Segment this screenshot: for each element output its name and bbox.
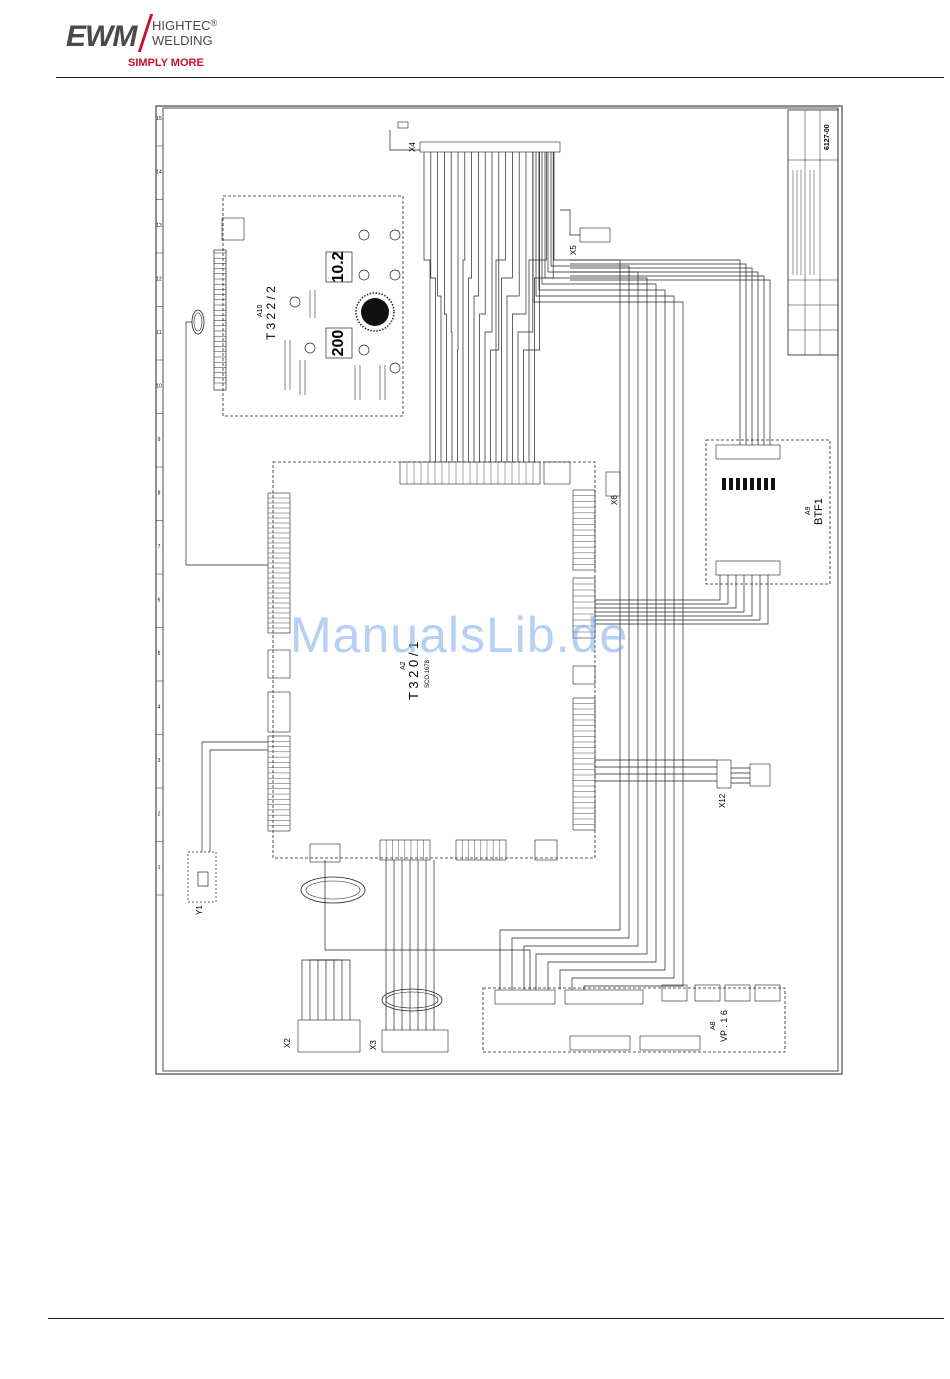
ruler-number: 10 [156,384,162,390]
footer-divider [48,1318,944,1319]
display-left-value: 200 [330,330,347,357]
wire-harness [186,130,770,1030]
drawing-frame-inner [163,108,838,1071]
ruler-number: 7 [158,544,161,550]
connector-x3: X3 [369,989,448,1052]
module-a9-label: A9 [805,506,812,515]
connector-x4-label: X4 [408,142,417,152]
valve-y1-label: Y1 [195,905,204,915]
ruler-number: 1 [158,865,161,871]
connector-x5: X5 [569,228,610,255]
module-a10-type: T 3 2 2 / 2 [264,286,278,340]
module-a9-btf1: A9 BTF1 [706,440,830,584]
logo-wordmark: EWM [66,20,136,54]
ruler-number: 14 [156,170,162,176]
connector-x6-label: X6 [610,495,619,505]
drawing-number: 6127-00 [824,124,831,150]
ruler-number: 15 [156,116,162,122]
control-knob [361,298,389,326]
title-block: 6127-00 [788,110,838,355]
module-a8-vp16: A8 VP . 1 6 [483,985,785,1052]
connector-x6: X6 [606,472,620,505]
module-a9-type: BTF1 [813,498,825,525]
logo-line2: WELDING [152,33,213,48]
header-divider [56,77,944,78]
ruler-scale: 15 14 13 12 11 10 9 8 7 6 5 4 3 2 1 [156,116,163,895]
connector-x12-label: X12 [718,793,727,808]
connector-x4: X4 [398,122,560,152]
connector-x2-label: X2 [283,1038,292,1048]
ruler-number: 13 [156,223,162,229]
ruler-number: 3 [158,758,161,764]
connector-x5-label: X5 [569,245,578,255]
logo-slash [138,14,153,52]
ewm-logo: EWM HIGHTEC® WELDING SIMPLY MORE [62,8,222,70]
page-header: EWM HIGHTEC® WELDING SIMPLY MORE [0,0,950,80]
module-a10-panel: 200 10.2 A10 T 3 2 2 / 2 [214,196,403,416]
module-a8-label: A8 [710,1021,717,1030]
connector-x2: X2 [283,1020,360,1052]
module-a10-label: A10 [257,304,264,317]
ruler-number: 6 [158,598,161,604]
wiring-diagram: 15 14 13 12 11 10 9 8 7 6 5 4 3 2 1 6127-00 200 10.2 [150,100,846,1080]
ruler-number: 11 [156,330,161,336]
ferrite-rings [192,310,365,903]
ruler-number: 4 [158,705,161,711]
valve-y1: Y1 [188,852,216,915]
logo-line1: HIGHTEC® [152,18,217,33]
ruler-number: 8 [158,491,161,497]
connector-x3-label: X3 [369,1040,378,1050]
module-a2-sub: SCO.1678 [425,659,431,688]
module-a2-board: A2 T 3 2 0 / 1 SCO.1678 [268,462,595,862]
ruler-number: 5 [158,651,161,657]
ruler-number: 2 [158,812,161,818]
logo-tagline: SIMPLY MORE [128,57,204,69]
module-a8-type: VP . 1 6 [719,1010,729,1042]
ruler-number: 9 [158,437,161,443]
ruler-number: 12 [156,277,162,283]
connector-x12: X12 [717,760,770,808]
module-a2-type: T 3 2 0 / 1 [406,642,421,700]
display-right-value: 10.2 [330,251,347,282]
